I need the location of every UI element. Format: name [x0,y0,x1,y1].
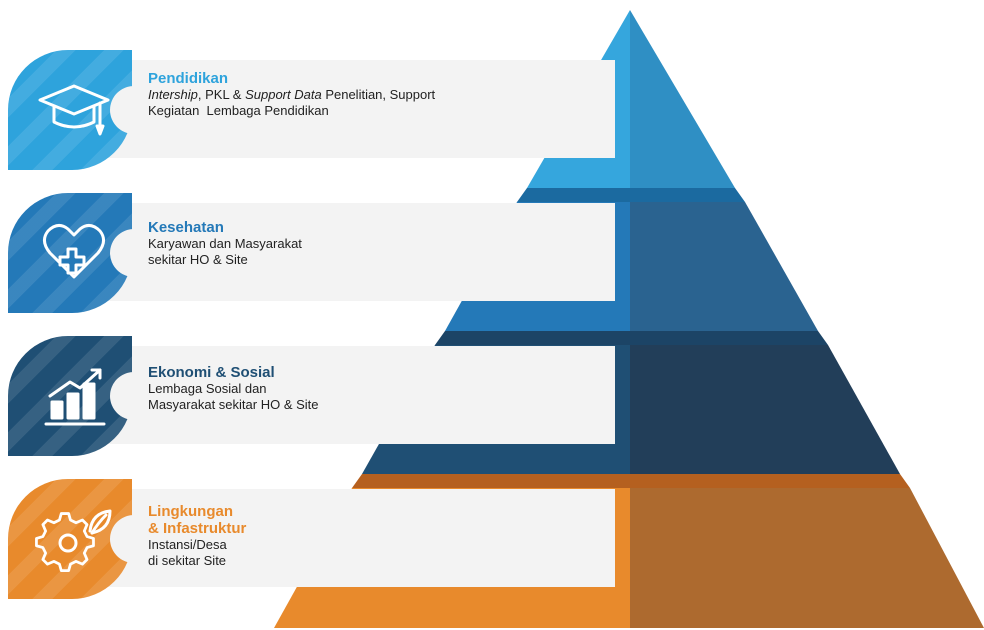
graduation-cap-icon [34,68,114,148]
tier-title-pendidikan: Pendidikan [148,70,229,87]
desc-line1: Lembaga Sosial dan [148,381,267,396]
pyramid-tier-pendidikan-right [630,10,735,188]
title-line2: & Infastruktur [148,520,247,537]
desc-penelitian: Penelitian, Support [321,87,436,102]
growth-chart-icon [34,356,114,436]
tier-panel-lingkungan [60,489,615,587]
title-line1: Lingkungan [148,503,233,520]
tier-text-kesehatan: Kesehatan Karyawan dan Masyarakat sekita… [148,219,538,268]
desc-line2: Kegiatan Lembaga Pendidikan [148,103,329,118]
pyramid-tier-lingkungan-right [630,488,984,628]
desc-line2: sekitar HO & Site [148,252,248,267]
tier-text-pendidikan: Pendidikan Intership, PKL & Support Data… [148,70,538,119]
desc-line2: Masyarakat sekitar HO & Site [148,397,319,412]
pyramid-band-2 [435,331,828,345]
tier-title-lingkungan: Lingkungan & Infastruktur [148,503,538,537]
tier-badge-pendidikan [8,50,132,170]
pyramid-tier-kesehatan-right [630,202,818,331]
tier-panel-pendidikan [60,60,615,158]
tier-text-ekonomi: Ekonomi & Sosial Lembaga Sosial dan Masy… [148,364,538,413]
pyramid-band-3 [352,474,910,488]
tier-desc-kesehatan: Karyawan dan Masyarakat sekitar HO & Sit… [148,236,538,268]
tier-desc-lingkungan: Instansi/Desa di sekitar Site [148,537,538,569]
tier-desc-pendidikan: Intership, PKL & Support Data Penelitian… [148,87,538,119]
tier-text-lingkungan: Lingkungan & Infastruktur Instansi/Desa … [148,503,538,569]
desc-line1: Instansi/Desa [148,537,227,552]
desc-intership: Intership [148,87,198,102]
tier-title-ekonomi: Ekonomi & Sosial [148,364,275,381]
pyramid-tier-ekonomi-right [630,345,900,474]
desc-support-data: Support Data [245,87,322,102]
tier-title-kesehatan: Kesehatan [148,219,224,236]
desc-line2: di sekitar Site [148,553,227,568]
desc-line1: Karyawan dan Masyarakat [148,236,302,251]
heart-plus-icon [34,213,114,293]
tier-panel-kesehatan [60,203,615,301]
gear-leaf-icon [34,499,114,579]
desc-pkl: , PKL & [197,87,246,102]
tier-desc-ekonomi: Lembaga Sosial dan Masyarakat sekitar HO… [148,381,538,413]
tier-panel-ekonomi [60,346,615,444]
pyramid-band-1 [517,188,745,202]
